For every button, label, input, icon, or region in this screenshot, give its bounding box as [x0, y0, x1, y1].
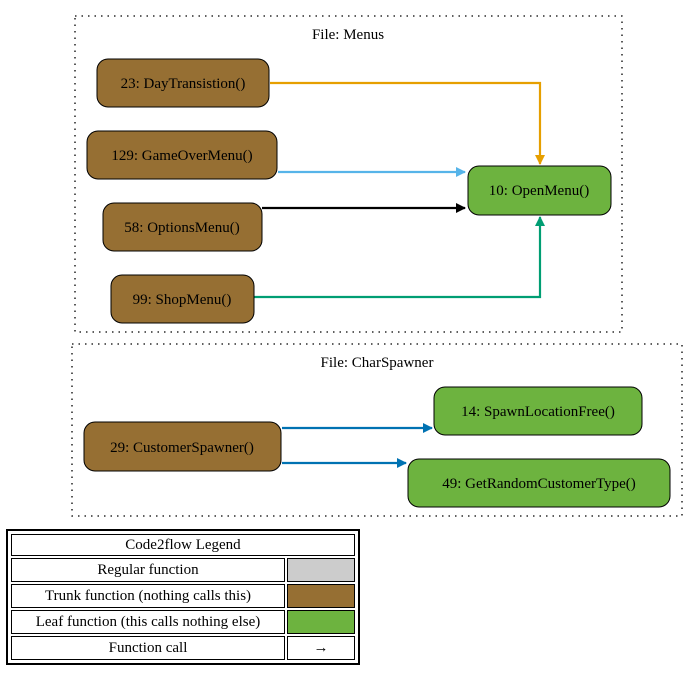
svg-text:49: GetRandomCustomerType(): 49: GetRandomCustomerType(): [442, 476, 636, 492]
node-open-menu[interactable]: 10: OpenMenu(): [467, 165, 612, 216]
svg-text:58: OptionsMenu(): 58: OptionsMenu(): [124, 220, 239, 236]
legend: Code2flow Legend Regular function Trunk …: [6, 529, 360, 665]
legend-row-leaf: Leaf function (this calls nothing else): [11, 610, 355, 634]
legend-swatch-leaf: [287, 610, 355, 634]
legend-swatch-regular: [287, 558, 355, 582]
legend-row-trunk: Trunk function (nothing calls this): [11, 584, 355, 608]
legend-row-regular: Regular function: [11, 558, 355, 582]
node-options-menu[interactable]: 58: OptionsMenu(): [102, 202, 263, 252]
edge-day-to-openmenu: [270, 81, 545, 165]
node-spawn-location-free[interactable]: 14: SpawnLocationFree(): [433, 386, 643, 436]
legend-swatch-trunk: [287, 584, 355, 608]
legend-table: Code2flow Legend Regular function Trunk …: [9, 532, 357, 662]
cluster-menus-title: File: Menus: [312, 27, 384, 43]
svg-text:99: ShopMenu(): 99: ShopMenu(): [133, 292, 232, 308]
legend-arrow-symbol: →: [287, 636, 355, 660]
cluster-menus: File: Menus: [74, 15, 623, 333]
node-day-transistion[interactable]: 23: DayTransistion(): [96, 58, 270, 108]
svg-text:129: GameOverMenu(): 129: GameOverMenu(): [111, 148, 252, 164]
svg-text:14: SpawnLocationFree(): 14: SpawnLocationFree(): [461, 404, 615, 420]
edge-shop-to-openmenu: [254, 216, 545, 299]
legend-label-function-call: Function call: [11, 636, 285, 660]
legend-row-function-call: Function call →: [11, 636, 355, 660]
node-shop-menu[interactable]: 99: ShopMenu(): [110, 274, 255, 324]
legend-label-trunk: Trunk function (nothing calls this): [11, 584, 285, 608]
svg-text:29: CustomerSpawner(): 29: CustomerSpawner(): [110, 440, 254, 456]
legend-title: Code2flow Legend: [11, 534, 355, 556]
node-game-over-menu[interactable]: 129: GameOverMenu(): [86, 130, 278, 180]
svg-text:23: DayTransistion(): 23: DayTransistion(): [121, 76, 246, 92]
cluster-charspawner: File: CharSpawner: [71, 343, 683, 517]
edges: [254, 81, 545, 468]
node-customer-spawner[interactable]: 29: CustomerSpawner(): [83, 421, 282, 472]
cluster-charspawner-title: File: CharSpawner: [321, 355, 434, 371]
svg-text:10: OpenMenu(): 10: OpenMenu(): [489, 183, 589, 199]
legend-label-leaf: Leaf function (this calls nothing else): [11, 610, 285, 634]
legend-label-regular: Regular function: [11, 558, 285, 582]
node-get-random-customer-type[interactable]: 49: GetRandomCustomerType(): [407, 458, 671, 508]
